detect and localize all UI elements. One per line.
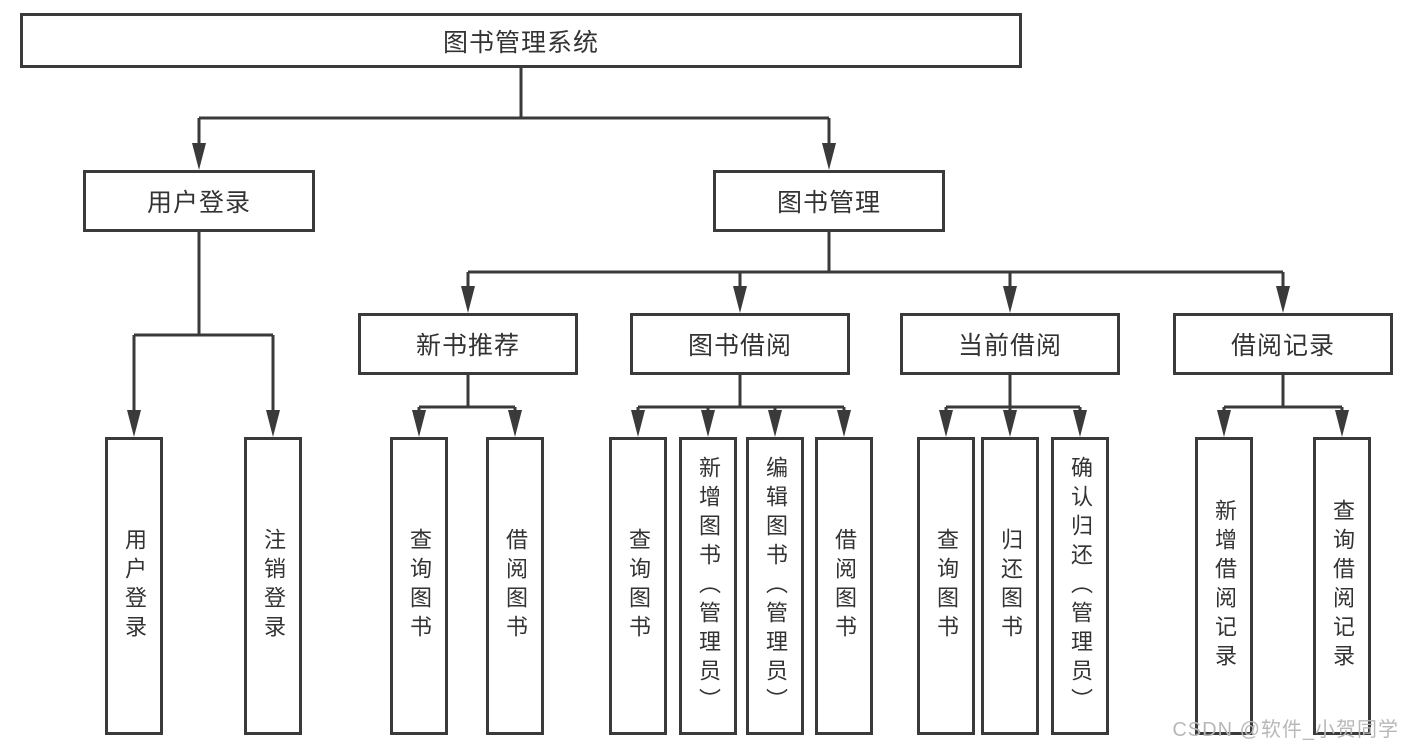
node-label: 新增借阅记录	[1212, 499, 1237, 673]
leaf-borrow-borrow-book: 借阅图书	[815, 437, 873, 735]
node-label: 注销登录	[261, 528, 286, 644]
node-new-book-recommend: 新书推荐	[358, 313, 578, 375]
node-book-borrow: 图书借阅	[630, 313, 850, 375]
leaf-borrow-edit-book-admin: 编辑图书（管理员）	[746, 437, 804, 735]
watermark: CSDN @软件_小贺同学	[1172, 719, 1399, 741]
leaf-record-query-borrow-record: 查询借阅记录	[1313, 437, 1371, 735]
node-label: 确认归还（管理员）	[1068, 455, 1093, 717]
node-book-management: 图书管理	[713, 170, 945, 232]
leaf-user-login: 用户登录	[105, 437, 163, 735]
node-label: 查询图书	[934, 528, 959, 644]
node-label: 新书推荐	[415, 332, 520, 360]
node-root-library-system: 图书管理系统	[20, 13, 1022, 68]
node-label: 新增图书（管理员）	[696, 455, 721, 717]
node-label: 查询图书	[407, 528, 432, 644]
node-label: 编辑图书（管理员）	[763, 455, 788, 717]
node-label: 用户登录	[146, 189, 251, 217]
node-label: 查询图书	[626, 528, 651, 644]
node-label: 查询借阅记录	[1330, 499, 1355, 673]
leaf-current-confirm-return-admin: 确认归还（管理员）	[1051, 437, 1109, 735]
leaf-recommend-borrow-book: 借阅图书	[486, 437, 544, 735]
leaf-recommend-query-book: 查询图书	[390, 437, 448, 735]
leaf-current-query-book: 查询图书	[917, 437, 975, 735]
node-label: 归还图书	[998, 528, 1023, 644]
leaf-logout-login: 注销登录	[244, 437, 302, 735]
node-label: 用户登录	[122, 528, 147, 644]
leaf-record-add-borrow-record: 新增借阅记录	[1195, 437, 1253, 735]
leaf-current-return-book: 归还图书	[981, 437, 1039, 735]
node-label: 借阅记录	[1230, 332, 1335, 360]
node-label: 图书管理系统	[442, 28, 599, 57]
node-borrow-record: 借阅记录	[1173, 313, 1393, 375]
node-user-login: 用户登录	[83, 170, 315, 232]
node-label: 图书借阅	[687, 332, 792, 360]
node-current-borrow: 当前借阅	[900, 313, 1120, 375]
node-label: 当前借阅	[957, 332, 1062, 360]
leaf-borrow-query-book: 查询图书	[609, 437, 667, 735]
leaf-borrow-add-book-admin: 新增图书（管理员）	[679, 437, 737, 735]
arrowhead-icons	[127, 143, 1349, 437]
node-label: 借阅图书	[503, 528, 528, 644]
node-label: 借阅图书	[832, 528, 857, 644]
node-label: 图书管理	[776, 189, 881, 217]
